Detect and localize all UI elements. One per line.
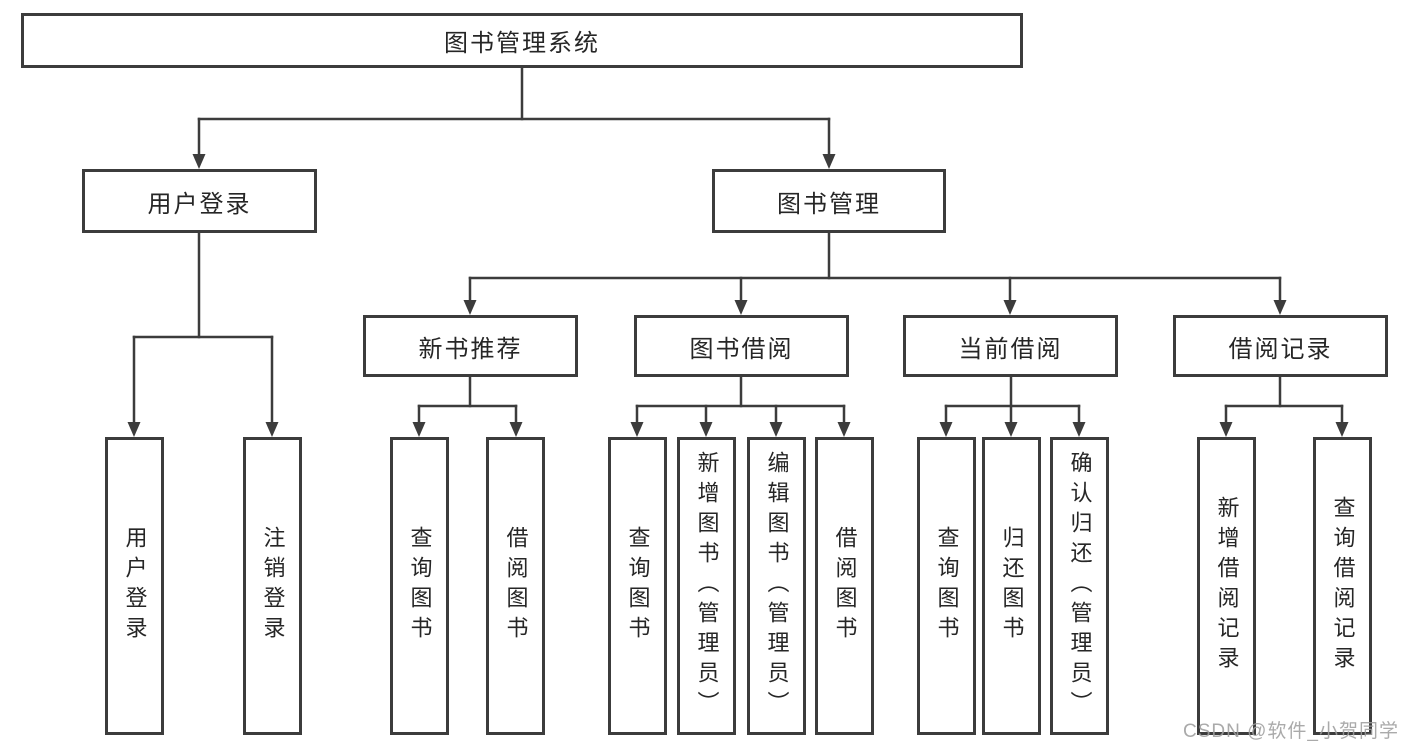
leaf-label: 新增借阅记录: [1214, 496, 1240, 676]
node-book-management: 图书管理: [712, 169, 946, 233]
leaf-label: 用户登录: [122, 526, 148, 646]
leaf-logout: 注销登录: [243, 437, 302, 735]
watermark: CSDN @软件_小贺同学: [1183, 721, 1399, 742]
leaf-query-books-borrow: 查询图书: [608, 437, 667, 735]
node-user-login: 用户登录: [82, 169, 317, 233]
leaf-return-book: 归还图书: [982, 437, 1041, 735]
leaf-add-borrow-record: 新增借阅记录: [1197, 437, 1256, 735]
node-current-borrow: 当前借阅: [903, 315, 1118, 377]
leaf-label: 借阅图书: [503, 526, 529, 646]
leaf-label: 借阅图书: [832, 526, 858, 646]
leaf-label: 归还图书: [999, 526, 1025, 646]
leaf-label: 新增图书（管理员）: [694, 451, 720, 721]
connector-strokes: [132, 66, 1344, 426]
leaf-query-borrow-record: 查询借阅记录: [1313, 437, 1372, 735]
leaf-edit-book-admin: 编辑图书（管理员）: [747, 437, 806, 735]
leaf-label: 查询图书: [407, 526, 433, 646]
leaf-label: 注销登录: [260, 526, 286, 646]
leaf-label: 查询图书: [934, 526, 960, 646]
leaf-confirm-return-admin: 确认归还（管理员）: [1050, 437, 1109, 735]
leaf-label: 查询借阅记录: [1330, 496, 1356, 676]
leaf-query-books-current: 查询图书: [917, 437, 976, 735]
arrowheads: [127, 154, 1349, 437]
node-new-book-recommend: 新书推荐: [363, 315, 578, 377]
leaf-label: 查询图书: [625, 526, 651, 646]
node-root: 图书管理系统: [21, 13, 1023, 68]
node-book-borrow: 图书借阅: [634, 315, 849, 377]
leaf-label: 编辑图书（管理员）: [764, 451, 790, 721]
leaf-query-books-recommend: 查询图书: [390, 437, 449, 735]
leaf-label: 确认归还（管理员）: [1067, 451, 1093, 721]
node-borrow-records: 借阅记录: [1173, 315, 1388, 377]
leaf-borrow-books-recommend: 借阅图书: [486, 437, 545, 735]
leaf-borrow-books-borrow: 借阅图书: [815, 437, 874, 735]
leaf-add-book-admin: 新增图书（管理员）: [677, 437, 736, 735]
leaf-user-login: 用户登录: [105, 437, 164, 735]
